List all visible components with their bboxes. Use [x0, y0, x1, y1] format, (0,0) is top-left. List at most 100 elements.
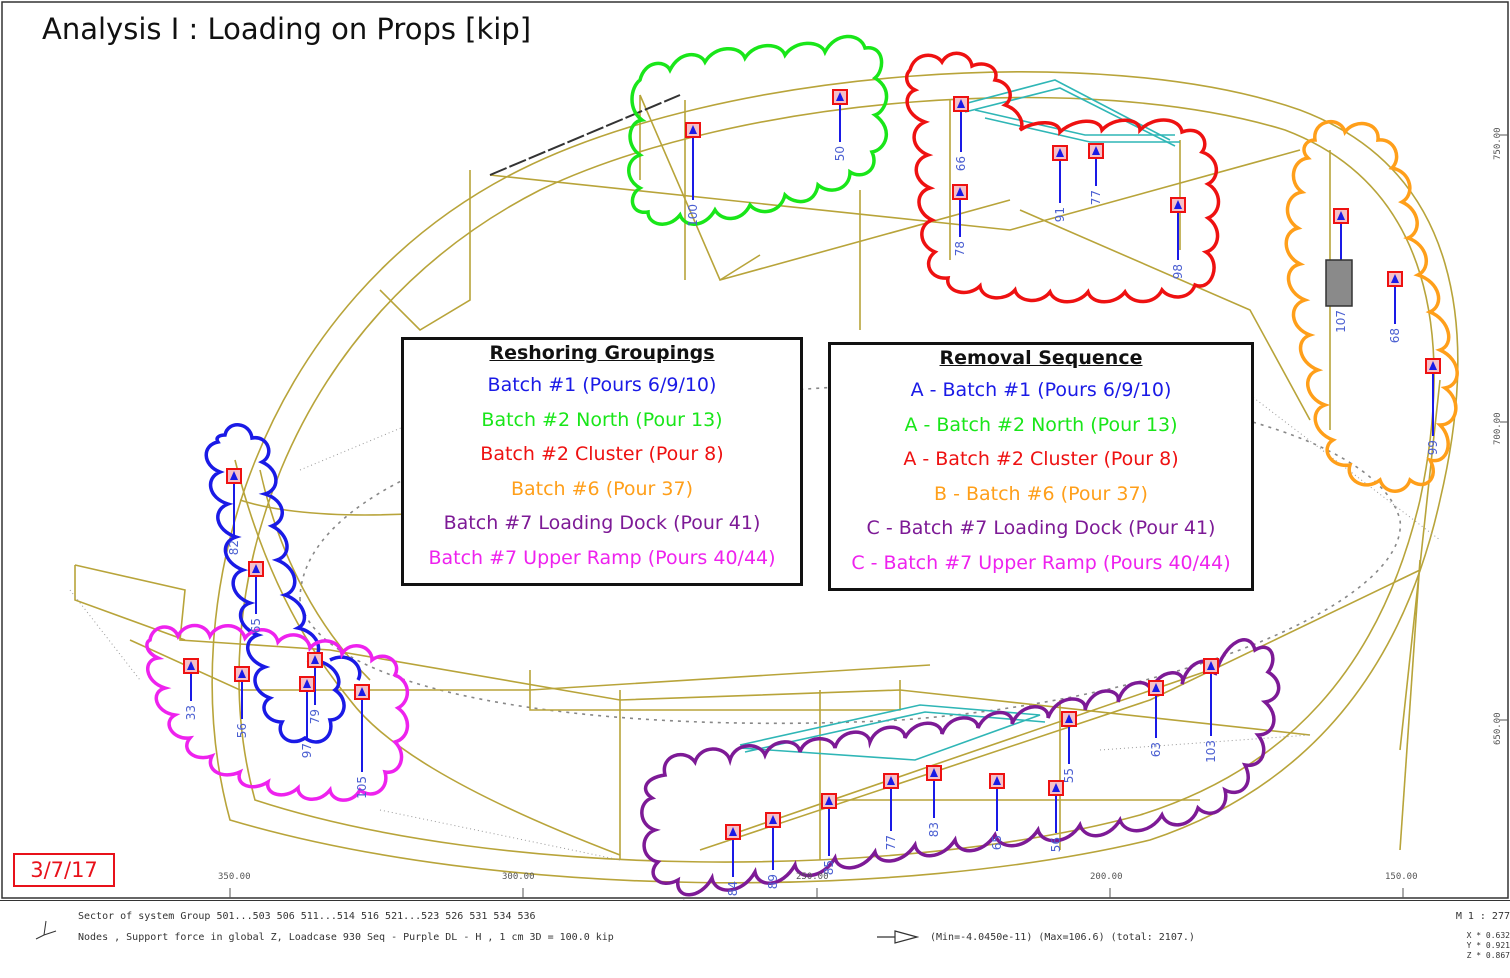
prop-load-label: 50: [833, 146, 847, 161]
prop-marker: 97: [299, 676, 315, 758]
legend-row: Batch #2 North (Pour 13): [481, 408, 723, 431]
legend-row: A - Batch #2 North (Pour 13): [904, 413, 1178, 436]
prop-load-label: 83: [927, 822, 941, 837]
status-line-sector: Sector of system Group 501...503 506 511…: [78, 911, 536, 922]
prop-load-label: 79: [308, 709, 322, 724]
date-stamp: 3/7/17: [13, 853, 115, 887]
support-arrow-icon: [311, 655, 319, 664]
axis-label: 150.00: [1385, 872, 1418, 882]
prop-load-label: 66: [954, 156, 968, 171]
prop-marker: 65: [989, 773, 1005, 850]
legend-row: Batch #7 Loading Dock (Pour 41): [443, 512, 761, 534]
support-arrow-icon: [238, 669, 246, 678]
prop-marker: 77: [1088, 143, 1104, 205]
coord-x: X * 0.632: [1466, 931, 1510, 940]
support-arrow-icon: [1056, 148, 1064, 157]
prop-marker: 55: [1061, 711, 1077, 783]
axis-label: 300.00: [502, 872, 535, 882]
viewport-border: [1, 1, 1509, 899]
prop-marker: 84: [725, 824, 741, 896]
prop-load-label: 77: [884, 835, 898, 850]
cloud-orange-batch6: [1284, 120, 1459, 493]
support-arrow-icon: [358, 687, 366, 696]
prop-load-label: 65: [990, 835, 1004, 850]
prop-marker: 56: [234, 666, 250, 738]
support-arrow-icon: [1052, 783, 1060, 792]
support-arrow-icon: [252, 564, 260, 573]
prop-marker: 105: [354, 684, 370, 799]
prop-marker: 82: [226, 468, 242, 555]
prop-load-label: 98: [1171, 264, 1185, 279]
axis-labels-right: 750.00 700.00 650.00: [1493, 127, 1503, 745]
support-arrow-icon: [1174, 200, 1182, 209]
status-line-nodes: Nodes , Support force in global Z, Loadc…: [78, 932, 614, 943]
prop-load-label: 103: [1204, 740, 1218, 763]
prop-marker: 66: [953, 96, 969, 171]
prop-load-label: 84: [726, 881, 740, 896]
coord-z: Z * 0.867: [1466, 951, 1510, 960]
prop-load-label: 78: [953, 241, 967, 256]
prop-marker: 103: [1203, 658, 1219, 763]
prop-load-label: 107: [1334, 310, 1348, 333]
support-arrow-icon: [187, 661, 195, 670]
prop-load-label: 85: [822, 860, 836, 875]
prop-marker: 98: [1170, 197, 1186, 279]
legend-row: Batch #6 (Pour 37): [510, 477, 693, 500]
prop-load-label: 65: [249, 618, 263, 633]
prop-marker: 99: [1425, 358, 1441, 455]
prop-load-label: 33: [184, 705, 198, 720]
support-arrow-icon: [1429, 361, 1437, 370]
legend-row: A - Batch #1 (Pours 6/9/10): [910, 379, 1172, 401]
prop-load-label: 55: [1062, 768, 1076, 783]
support-arrow-icon: [1065, 714, 1073, 723]
prop-marker: 63: [1148, 680, 1164, 757]
prop-load-label: 89: [766, 874, 780, 889]
prop-load-label: 63: [1149, 742, 1163, 757]
support-arrow-icon: [769, 815, 777, 824]
legend-heading: Reshoring Groupings: [489, 342, 715, 364]
prop-load-label: 56: [235, 723, 249, 738]
prop-marker: 91: [1052, 145, 1068, 222]
prop-marker: 77: [883, 773, 899, 850]
prop-load-label: 82: [227, 540, 241, 555]
legend-row: Batch #7 Upper Ramp (Pours 40/44): [428, 546, 776, 569]
prop-marker: 50: [832, 89, 848, 161]
support-arrow-icon: [303, 679, 311, 688]
axis-label: 250.00: [796, 872, 829, 882]
legend-row: C - Batch #7 Upper Ramp (Pours 40/44): [851, 551, 1231, 574]
removal-sequence-legend: Removal Sequence A - Batch #1 (Pours 6/9…: [828, 342, 1254, 591]
cloud-purple-batch7-dock: [640, 638, 1281, 900]
support-arrow-icon: [993, 776, 1001, 785]
prop-marker: 79: [307, 652, 323, 724]
prop-load-label: 100: [686, 204, 700, 227]
axis-label: 200.00: [1090, 872, 1123, 882]
dark-beam-segment: [489, 94, 681, 176]
prop-marker: 83: [926, 765, 942, 837]
support-arrow-icon: [1337, 211, 1345, 220]
support-arrow-icon: [1092, 146, 1100, 155]
prop-highlight-107: [1325, 259, 1353, 307]
legend-row: C - Batch #7 Loading Dock (Pour 41): [866, 517, 1216, 539]
support-arrow-icon: [230, 471, 238, 480]
prop-marker: 65: [248, 561, 264, 633]
support-arrow-icon: [729, 827, 737, 836]
prop-marker: 56: [1048, 780, 1064, 852]
support-arrow-icon: [836, 92, 844, 101]
legend-row: A - Batch #2 Cluster (Pour 8): [903, 448, 1179, 470]
cloud-green-batch2-north: [627, 34, 889, 226]
support-arrow-icon: [956, 187, 964, 196]
prop-marker: 100: [685, 122, 701, 227]
prop-marker: 68: [1387, 271, 1403, 343]
status-coords: X * 0.632 Y * 0.921 Z * 0.867: [1467, 931, 1510, 961]
support-arrow-icon: [957, 99, 965, 108]
reshoring-groupings-legend: Reshoring Groupings Batch #1 (Pours 6/9/…: [401, 337, 803, 586]
support-arrow-icon: [689, 125, 697, 134]
legend-row: Batch #1 (Pours 6/9/10): [487, 374, 717, 396]
coord-y: Y * 0.921: [1466, 941, 1510, 950]
legend-heading: Removal Sequence: [939, 347, 1143, 369]
prop-load-label: 56: [1049, 837, 1063, 852]
axis-label: 650.00: [1493, 712, 1503, 745]
support-arrow-icon: [887, 776, 895, 785]
